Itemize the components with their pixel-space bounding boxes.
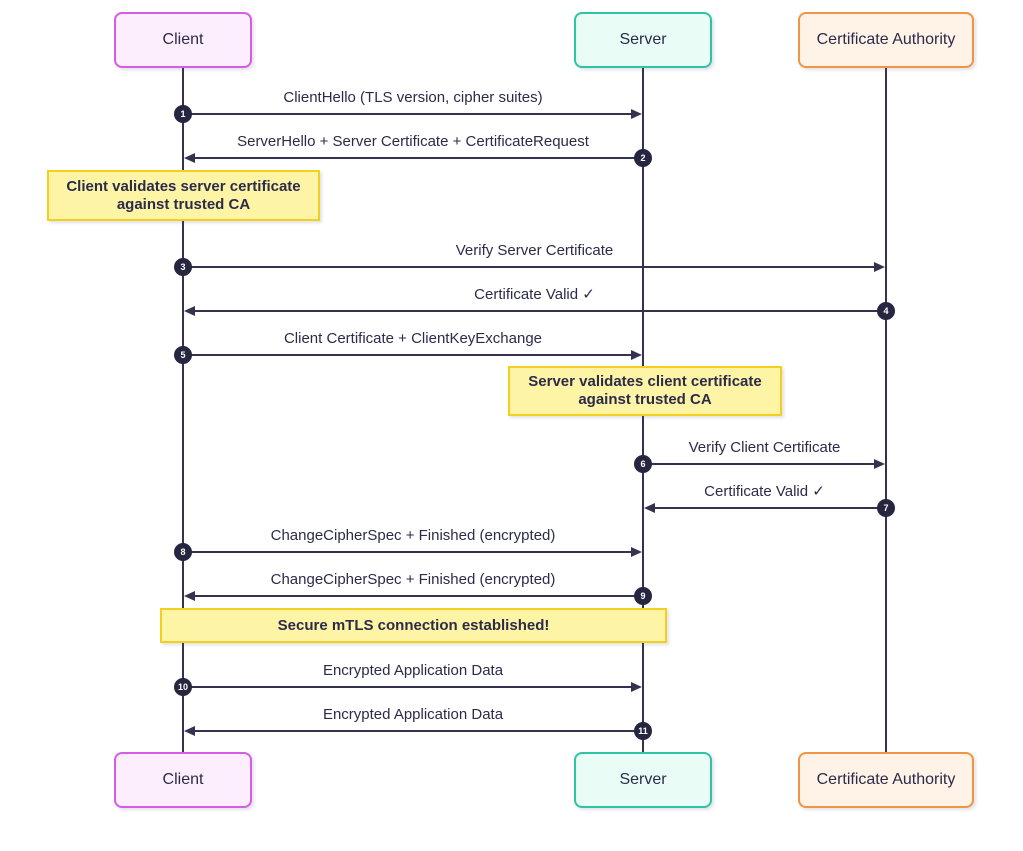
sequence-number-badge: 2 [634, 149, 652, 167]
message-label: ChangeCipherSpec + Finished (encrypted) [270, 571, 556, 588]
sequence-number-badge: 4 [877, 302, 895, 320]
sequence-number-badge: 3 [174, 258, 192, 276]
arrowhead-icon [184, 726, 195, 736]
arrowhead-icon [874, 262, 885, 272]
message-label: Certificate Valid ✓ [474, 286, 595, 303]
message-label: Certificate Valid ✓ [704, 483, 825, 500]
sequence-number-badge: 10 [174, 678, 192, 696]
actor-label: Client [162, 31, 204, 48]
arrowhead-icon [874, 459, 885, 469]
note-server: Server validates client certificate agai… [508, 366, 782, 416]
note-client-server: Secure mTLS connection established! [160, 608, 667, 643]
sequence-number-badge: 6 [634, 455, 652, 473]
message-label: Verify Server Certificate [455, 242, 614, 259]
message-arrow [653, 507, 886, 509]
sequence-number-badge: 5 [174, 346, 192, 364]
arrowhead-icon [631, 109, 642, 119]
note-client: Client validates server certificate agai… [47, 170, 320, 221]
actor-box-ca-bottom: Certificate Authority [798, 752, 974, 808]
message-label: Encrypted Application Data [322, 662, 504, 679]
actor-box-server-bottom: Server [574, 752, 712, 808]
lifeline-ca [885, 68, 887, 752]
actor-label: Certificate Authority [816, 31, 956, 48]
message-arrow [183, 266, 876, 268]
arrowhead-icon [631, 350, 642, 360]
message-label: ChangeCipherSpec + Finished (encrypted) [270, 527, 556, 544]
sequence-number-badge: 11 [634, 722, 652, 740]
actor-label: Server [619, 771, 667, 788]
arrowhead-icon [631, 547, 642, 557]
sequence-number-badge: 8 [174, 543, 192, 561]
message-arrow [193, 730, 643, 732]
sequence-number-badge: 1 [174, 105, 192, 123]
message-arrow [193, 595, 643, 597]
actor-label: Certificate Authority [816, 771, 956, 788]
actor-box-client-top: Client [114, 12, 252, 68]
actor-box-server-top: Server [574, 12, 712, 68]
message-arrow [183, 354, 633, 356]
lifeline-client [182, 68, 184, 752]
message-label: ServerHello + Server Certificate + Certi… [237, 133, 589, 150]
message-label: Encrypted Application Data [322, 706, 504, 723]
message-arrow [183, 686, 633, 688]
message-arrow [183, 113, 633, 115]
arrowhead-icon [644, 503, 655, 513]
actor-label: Client [162, 771, 204, 788]
sequence-number-badge: 7 [877, 499, 895, 517]
message-label: ClientHello (TLS version, cipher suites) [283, 89, 543, 106]
sequence-number-badge: 9 [634, 587, 652, 605]
actor-box-ca-top: Certificate Authority [798, 12, 974, 68]
message-arrow [193, 157, 643, 159]
message-label: Verify Client Certificate [688, 439, 841, 456]
message-arrow [193, 310, 886, 312]
actor-label: Server [619, 31, 667, 48]
arrowhead-icon [184, 153, 195, 163]
arrowhead-icon [631, 682, 642, 692]
arrowhead-icon [184, 306, 195, 316]
message-label: Client Certificate + ClientKeyExchange [283, 330, 543, 347]
arrowhead-icon [184, 591, 195, 601]
actor-box-client-bottom: Client [114, 752, 252, 808]
message-arrow [643, 463, 876, 465]
message-arrow [183, 551, 633, 553]
